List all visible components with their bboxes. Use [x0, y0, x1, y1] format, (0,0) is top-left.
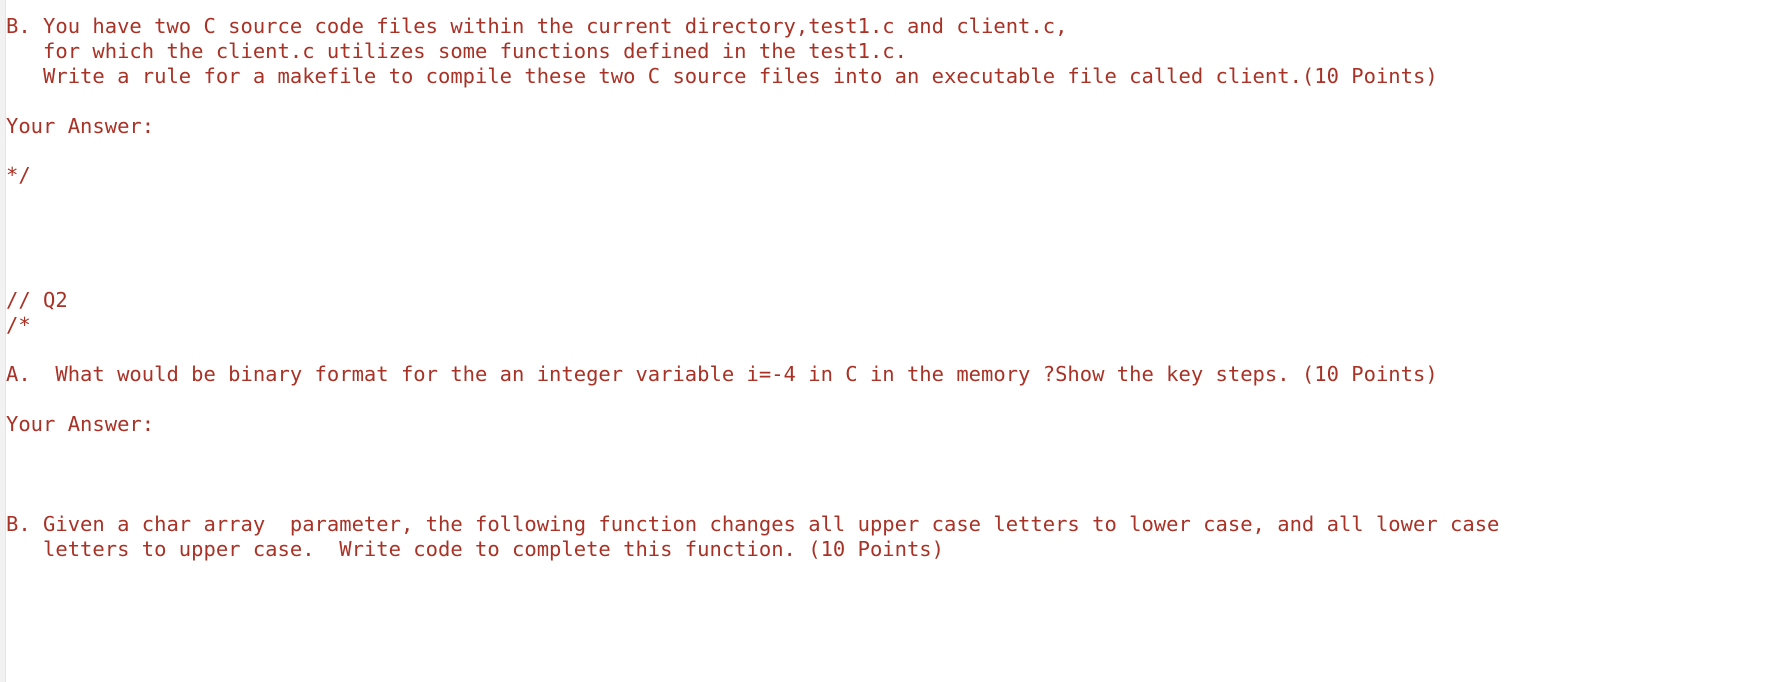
- code-line[interactable]: B. Given a char array parameter, the fol…: [6, 511, 1500, 536]
- code-line-blank[interactable]: [6, 437, 1776, 462]
- code-line-blank[interactable]: [6, 387, 1776, 412]
- code-line[interactable]: Your Answer:: [6, 412, 155, 437]
- code-line-blank[interactable]: [6, 213, 1776, 238]
- code-line-blank[interactable]: [6, 138, 1776, 163]
- code-line[interactable]: A. What would be binary format for the a…: [6, 362, 1438, 387]
- code-line-blank[interactable]: [6, 462, 1776, 487]
- code-line[interactable]: Your Answer:: [6, 113, 155, 138]
- code-line[interactable]: B. You have two C source code files with…: [6, 14, 1068, 38]
- code-line[interactable]: */: [6, 163, 31, 188]
- code-line[interactable]: letters to upper case. Write code to com…: [6, 536, 944, 561]
- code-content[interactable]: B. You have two C source code files with…: [6, 0, 1776, 682]
- code-line-blank[interactable]: [6, 562, 1776, 587]
- code-line[interactable]: // Q2: [6, 287, 68, 312]
- code-line-blank[interactable]: [6, 238, 1776, 263]
- code-line-blank[interactable]: [6, 338, 1776, 363]
- code-line-blank[interactable]: [6, 487, 1776, 512]
- code-line[interactable]: Write a rule for a makefile to compile t…: [6, 63, 1438, 88]
- code-line-blank[interactable]: [6, 89, 1776, 114]
- code-line[interactable]: for which the client.c utilizes some fun…: [6, 38, 907, 63]
- code-line-blank[interactable]: [6, 188, 1776, 213]
- code-line[interactable]: /*: [6, 312, 31, 337]
- code-line-blank[interactable]: [6, 263, 1776, 288]
- editor-gutter: [0, 0, 6, 682]
